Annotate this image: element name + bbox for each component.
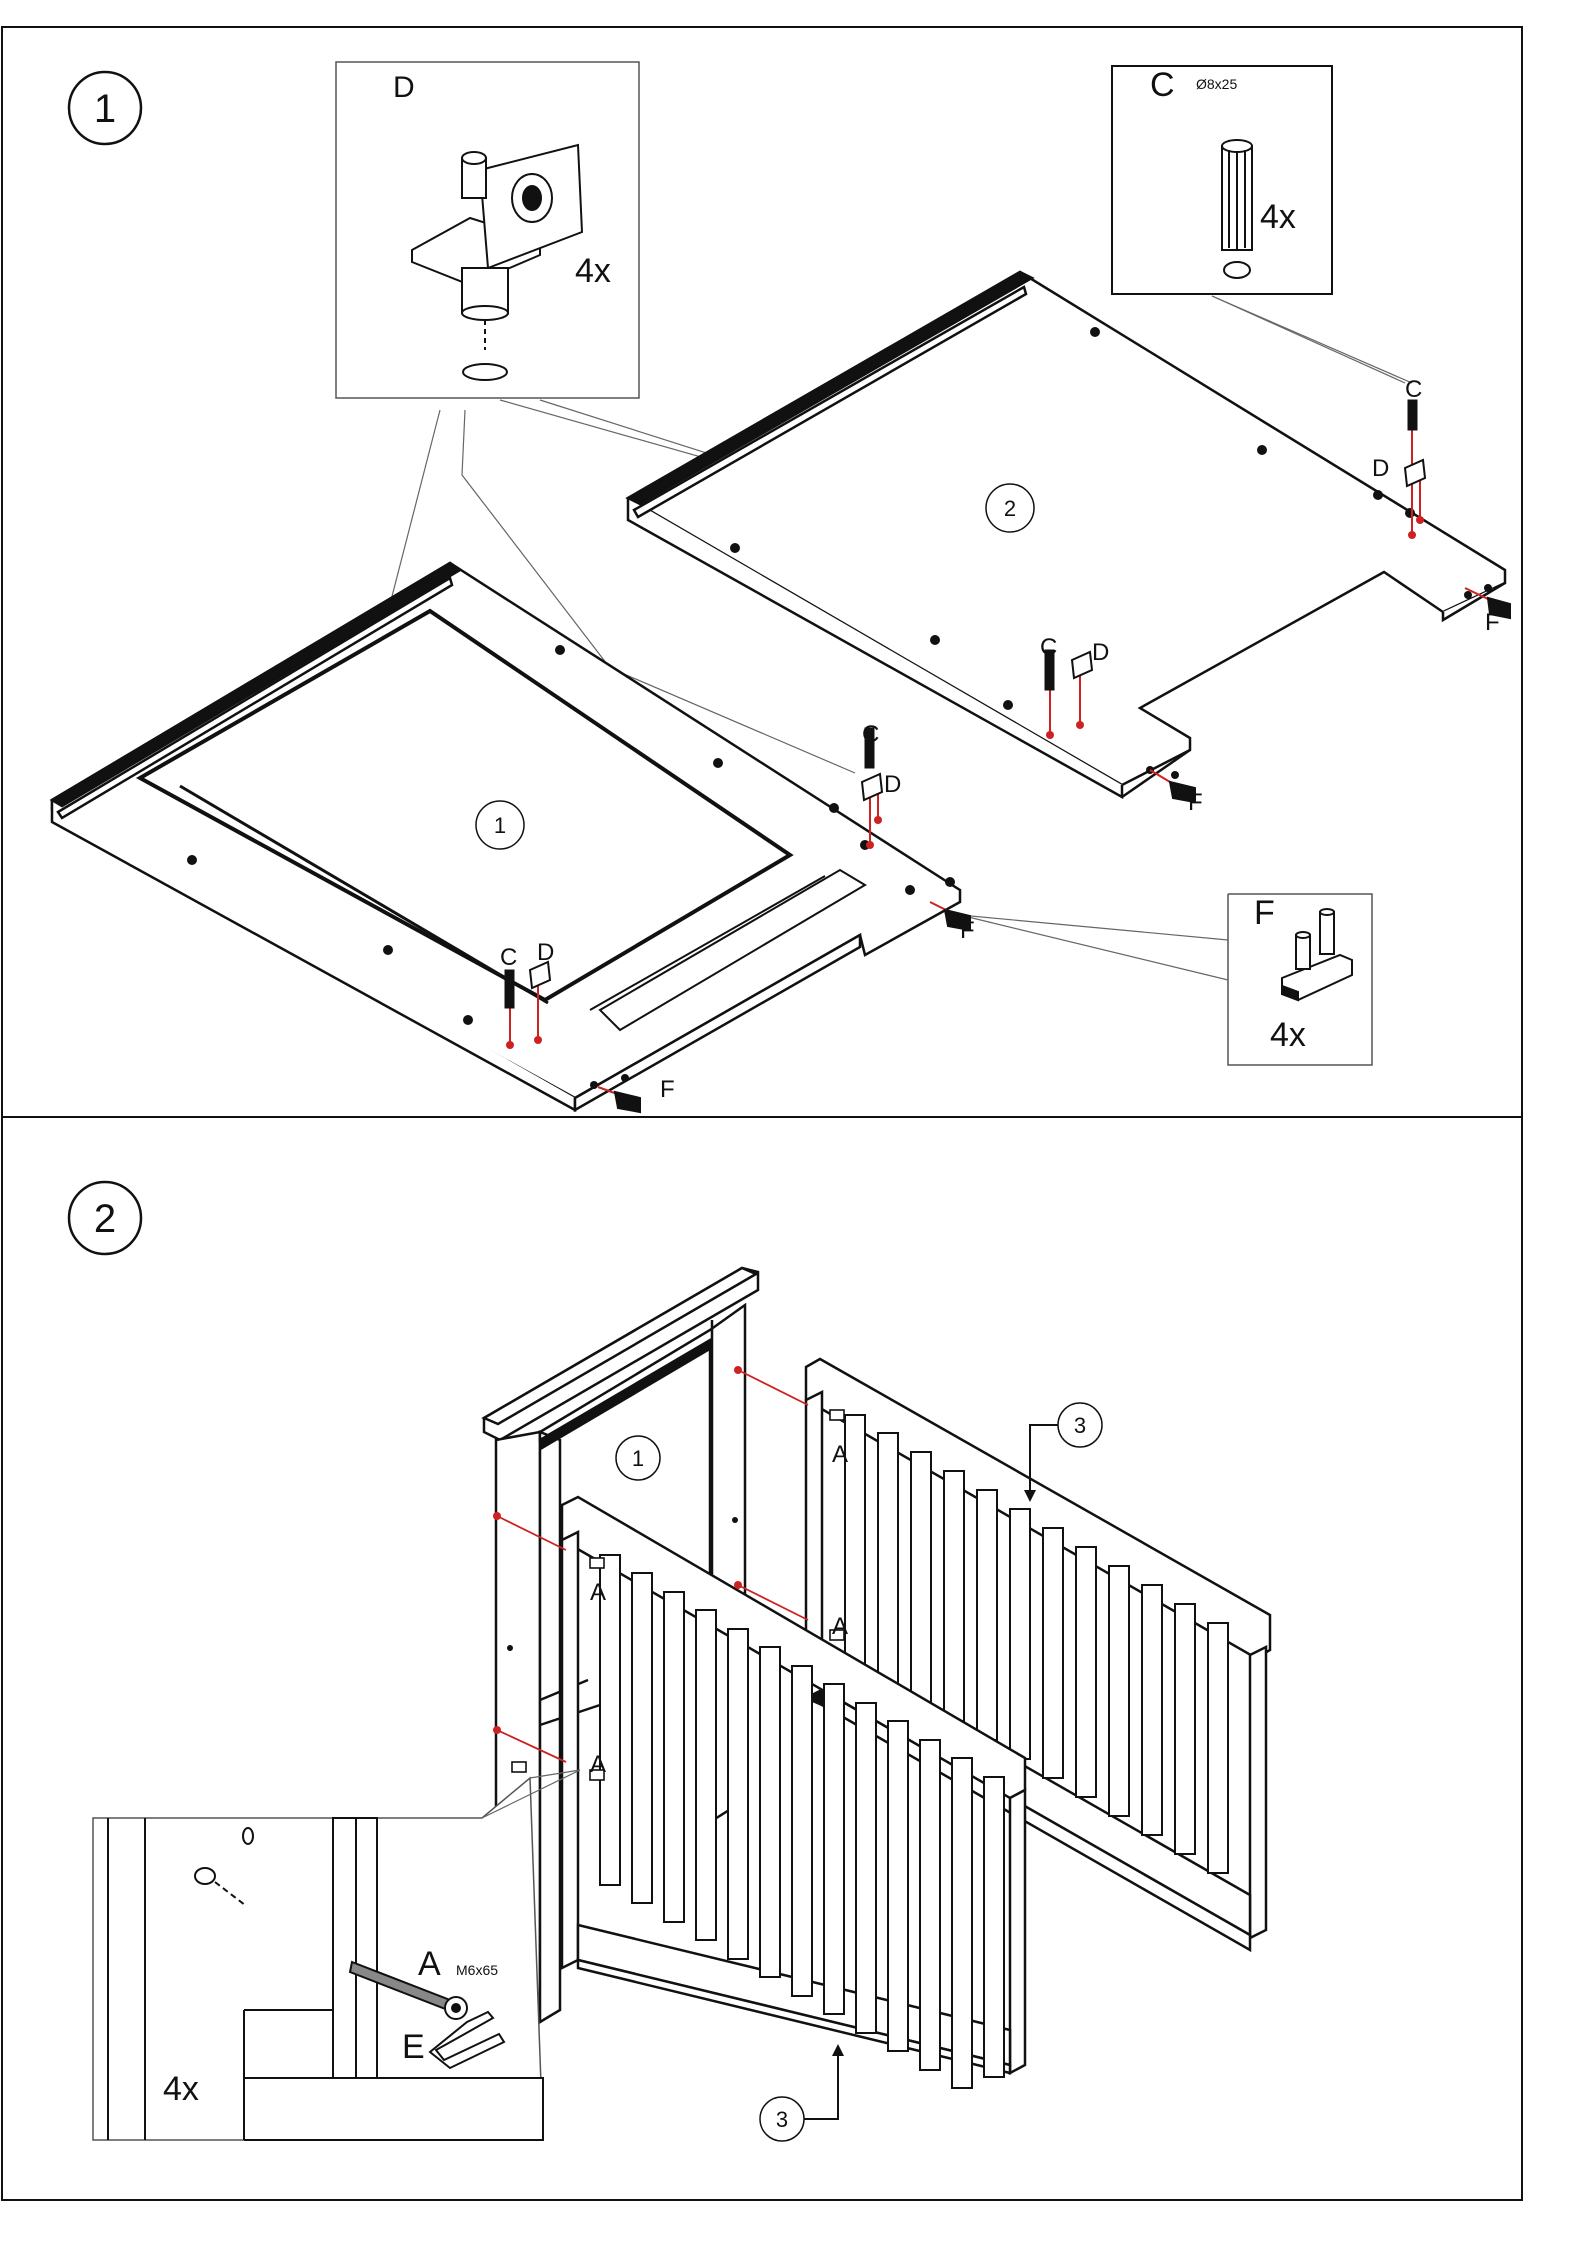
callout-A-front-lower: A (590, 1751, 606, 1778)
detail-F-qty: 4x (1270, 1016, 1306, 1054)
part-2-label: 2 (1004, 496, 1016, 521)
callout-A-front-upper: A (590, 1579, 606, 1606)
step-2-number: 2 (94, 1197, 116, 1241)
callout-D-panel1-mid: D (884, 771, 901, 798)
part-1-label: 1 (494, 813, 506, 838)
callout-F-panel1-end: F (660, 1076, 675, 1103)
callout-F-panel1-mid: F (960, 917, 975, 944)
detail-C-qty: 4x (1260, 198, 1296, 236)
callout-C-panel1: C (500, 944, 517, 971)
callout-D-panel2-end: D (1372, 455, 1389, 482)
detail-box-A: A M6x65 E 4x (93, 1770, 580, 2140)
detail-A-size: M6x65 (456, 1962, 498, 1978)
callout-C-panel1-mid: C (862, 721, 879, 748)
callout-C-panel2: C (1040, 634, 1057, 661)
part-3-label-back: 3 (1074, 1413, 1086, 1438)
detail-box-F: F 4x (1228, 894, 1372, 1065)
detail-box-D: D 4x (336, 62, 639, 398)
part-1-label-step2: 1 (632, 1446, 644, 1471)
detail-D-qty: 4x (575, 252, 611, 290)
callout-C-panel2-end: C (1405, 376, 1422, 403)
detail-C-size: Ø8x25 (1196, 76, 1237, 92)
detail-A-tool: E (402, 2028, 425, 2066)
detail-D-letter: D (393, 71, 415, 104)
detail-C-letter: C (1150, 66, 1175, 104)
detail-A-letter: A (418, 1945, 441, 1983)
callout-D-panel2: D (1092, 639, 1109, 666)
part-3-label-front: 3 (776, 2107, 788, 2132)
callout-F-panel2-end: F (1485, 609, 1500, 636)
detail-box-C: C Ø8x25 4x (1112, 66, 1332, 294)
callout-A-back-lower: A (832, 1613, 848, 1640)
detail-F-letter: F (1254, 894, 1275, 932)
callout-F-panel2: F (1188, 789, 1203, 816)
callout-A-back-upper: A (832, 1441, 848, 1468)
callout-D-panel1: D (537, 939, 554, 966)
detail-A-qty: 4x (163, 2070, 199, 2108)
step-1-number: 1 (94, 87, 116, 131)
